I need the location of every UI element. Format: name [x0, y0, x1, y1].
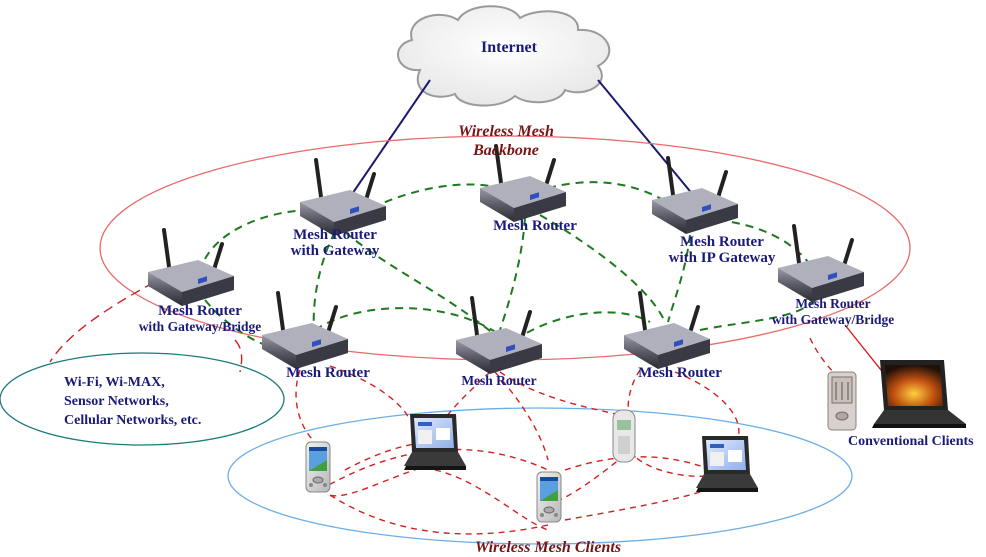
internet-link-ip-gateway	[597, 79, 695, 197]
router-label-line1: Mesh Router	[461, 373, 537, 388]
router-label-r4: Mesh Router with IP Gateway	[650, 234, 794, 266]
router-label-line1: Mesh Router	[680, 234, 764, 250]
router-label-r8: Mesh Router	[624, 365, 736, 381]
router-label-line1: Mesh Router	[293, 227, 377, 243]
pda-icon	[536, 471, 562, 523]
laptop-icon	[696, 436, 758, 492]
router-label-line1: Mesh Router	[493, 218, 577, 234]
laptop-icon	[404, 414, 466, 470]
router-label-line2: with Gateway	[290, 243, 380, 259]
router-label-r3: Mesh Router	[476, 218, 594, 234]
router-label-r5: Mesh Router with Gateway/Bridge	[760, 296, 906, 328]
client-links	[295, 365, 740, 535]
laptop-conventional-icon	[872, 360, 966, 428]
backbone-title-line2: Backbone	[473, 142, 539, 159]
backbone-title: Wireless Mesh Backbone	[453, 122, 559, 160]
internet-cloud	[397, 5, 611, 107]
other-networks-line: Cellular Networks, etc.	[64, 413, 202, 428]
router-label-line1: Mesh Router	[638, 365, 722, 381]
mesh-router-icon	[454, 296, 544, 376]
router-label-line1: Mesh Router	[158, 303, 242, 319]
other-networks-label: Wi-Fi, Wi-MAX, Sensor Networks, Cellular…	[64, 373, 201, 430]
mesh-router-icon	[650, 156, 740, 236]
internet-link-gateway	[347, 79, 431, 201]
mesh-router-icon	[298, 158, 388, 238]
clients-title: Wireless Mesh Clients	[474, 539, 622, 556]
internet-links	[347, 79, 695, 201]
clients-ellipse	[227, 407, 853, 545]
conventional-clients-label: Conventional Clients	[848, 434, 974, 449]
mesh-router-icon	[260, 291, 350, 371]
backbone-title-line1: Wireless Mesh	[458, 123, 554, 140]
other-networks-ellipse	[0, 352, 285, 446]
mesh-router-icon	[622, 291, 712, 371]
router-label-r7: Mesh Router	[446, 373, 552, 389]
router-label-line1: Mesh Router	[795, 296, 871, 311]
router-label-line2: with IP Gateway	[668, 250, 776, 266]
other-networks-link-2	[234, 339, 243, 373]
other-networks-line: Wi-Fi, Wi-MAX,	[64, 375, 165, 390]
internet-label: Internet	[481, 39, 537, 56]
pda-icon	[305, 441, 331, 493]
router-label-line1: Mesh Router	[286, 365, 370, 381]
mesh-router-icon	[146, 228, 236, 308]
pda-conventional-icon	[827, 371, 857, 431]
router-label-line2: with Gateway/Bridge	[771, 312, 895, 327]
router-label-r6: Mesh Router	[270, 365, 386, 381]
cellphone-icon	[612, 409, 636, 463]
other-networks-line: Sensor Networks,	[64, 394, 169, 409]
router-label-line2: with Gateway/Bridge	[138, 319, 262, 334]
router-label-r1: Mesh Router with Gateway/Bridge	[130, 303, 270, 335]
router-label-r2: Mesh Router with Gateway	[282, 227, 388, 259]
